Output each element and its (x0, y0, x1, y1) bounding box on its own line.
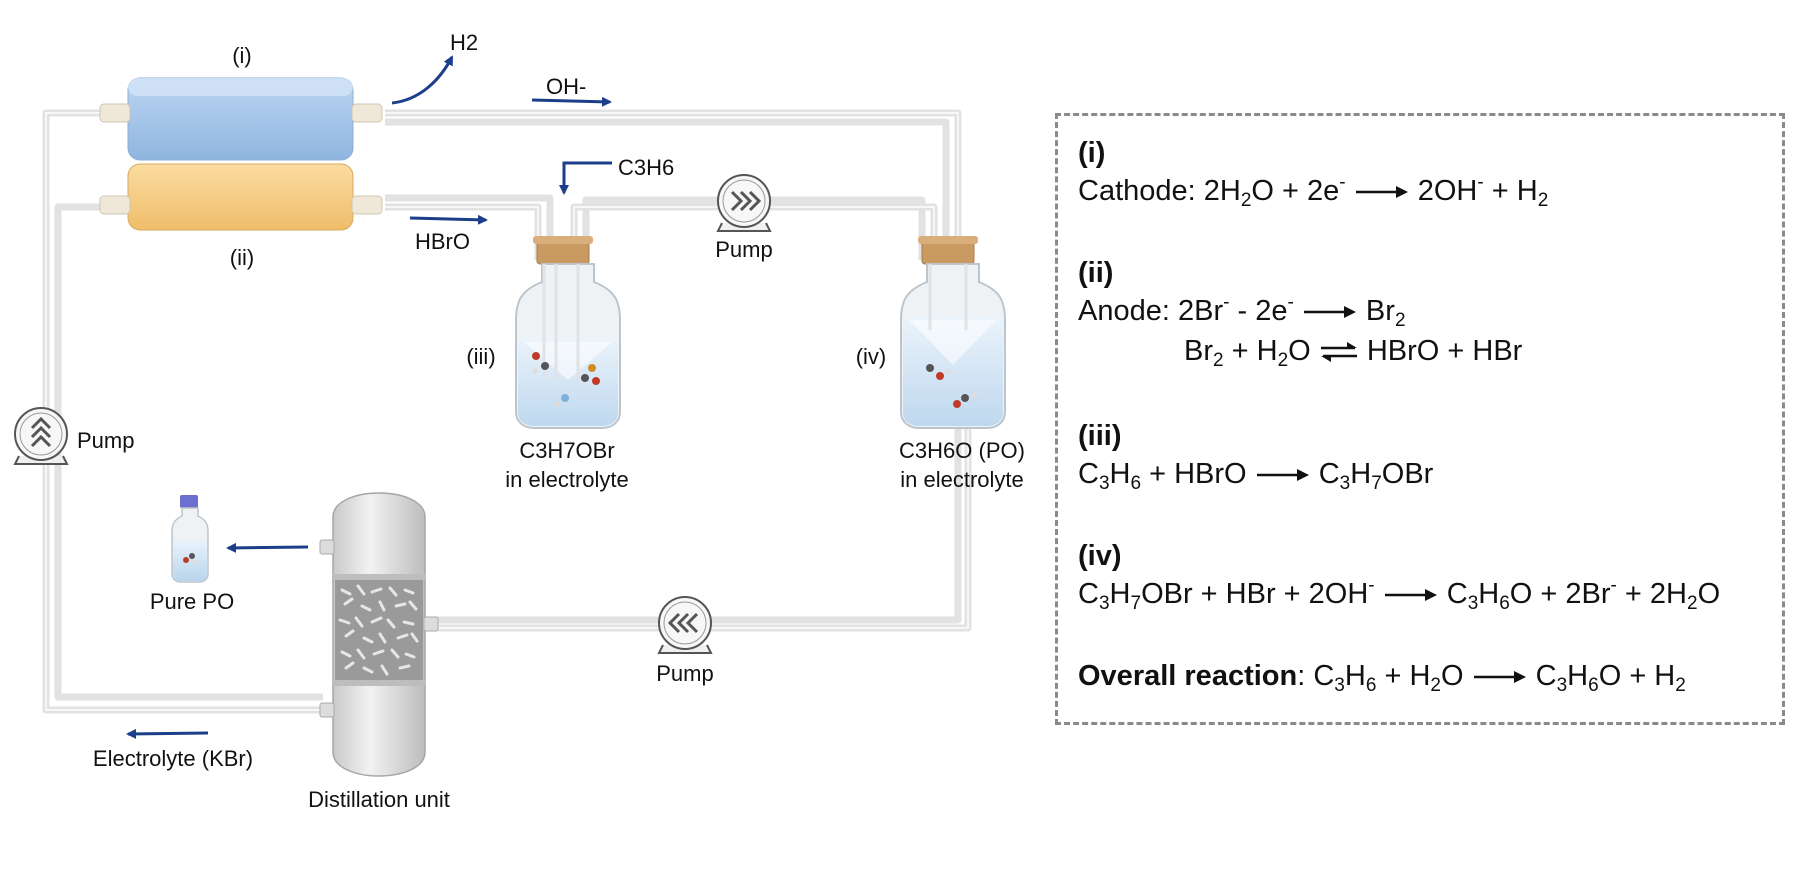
overall-reaction: Overall reaction: C3H6 + H2O C3H6O + H2 (1078, 660, 1686, 696)
oh-label: OH- (546, 74, 586, 99)
reaction-i-tag: (i) (1078, 137, 1106, 169)
reaction-ii-equation-2: Br2 + H2O HBrO + HBr (1184, 335, 1523, 371)
reaction-iv-tag: (iv) (1078, 540, 1122, 572)
pump-label-left: Pump (77, 428, 134, 453)
bottle-iii-formula: C3H7OBr (519, 438, 614, 463)
reaction-i-equation: Cathode: 2H2O + 2e- 2OH- + H2 (1078, 172, 1549, 211)
c3h6-arrow (559, 161, 612, 195)
flow-arrows (126, 55, 612, 739)
reactor-bottle-iv (900, 236, 1006, 429)
pure-po-bottle (171, 495, 209, 583)
reaction-equations-box: (i) Cathode: 2H2O + 2e- 2OH- + H2 (ii) A… (1055, 113, 1785, 725)
equilibrium-arrow-icon (1320, 342, 1357, 363)
cell-ii-label: (ii) (230, 245, 254, 270)
pump-label-top: Pump (715, 237, 772, 262)
c3h6-label: C3H6 (618, 155, 674, 180)
hbro-label: HBrO (415, 229, 470, 254)
oh-arrow (531, 96, 612, 107)
distillation-column (319, 492, 439, 777)
h2-arrow (391, 55, 454, 105)
reaction-arrow-icon (1303, 306, 1356, 319)
reaction-iv-equation: C3H7OBr + HBr + 2OH- C3H6O + 2Br- + 2H2O (1078, 575, 1721, 614)
reaction-arrow-icon (1384, 589, 1437, 602)
electrolyte-arrow (126, 728, 209, 739)
reaction-arrow-icon (1256, 469, 1309, 482)
bottle-iii-subtitle: in electrolyte (505, 467, 629, 492)
bottle-iii-tag: (iii) (466, 344, 495, 369)
distillation-label: Distillation unit (308, 787, 450, 812)
reaction-iii-equation: C3H6 + HBrO C3H7OBr (1078, 458, 1434, 494)
reaction-ii-equation-1: Anode: 2Br- - 2e- Br2 (1078, 292, 1406, 331)
hbro-arrow (409, 214, 488, 225)
reaction-arrow-icon (1473, 671, 1526, 684)
electrolyte-label: Electrolyte (KBr) (93, 746, 253, 771)
pump-icon (657, 596, 713, 654)
pump-icon (716, 174, 772, 232)
h2-label: H2 (450, 30, 478, 55)
bottle-iv-tag: (iv) (856, 344, 887, 369)
anode-cell (99, 163, 383, 231)
reaction-arrow-icon (1355, 186, 1408, 199)
pure-po-arrow (226, 542, 309, 553)
bottle-iv-formula: C3H6O (PO) (899, 438, 1025, 463)
bottle-iv-subtitle: in electrolyte (900, 467, 1024, 492)
reactor-bottle-iii (515, 236, 621, 429)
pump-icon (13, 407, 69, 465)
reaction-iii-tag: (iii) (1078, 420, 1122, 452)
pump-label-bottom: Pump (656, 661, 713, 686)
cell-i-label: (i) (232, 43, 252, 68)
pure-po-label: Pure PO (150, 589, 234, 614)
cathode-cell (99, 77, 383, 161)
reaction-ii-tag: (ii) (1078, 257, 1114, 289)
